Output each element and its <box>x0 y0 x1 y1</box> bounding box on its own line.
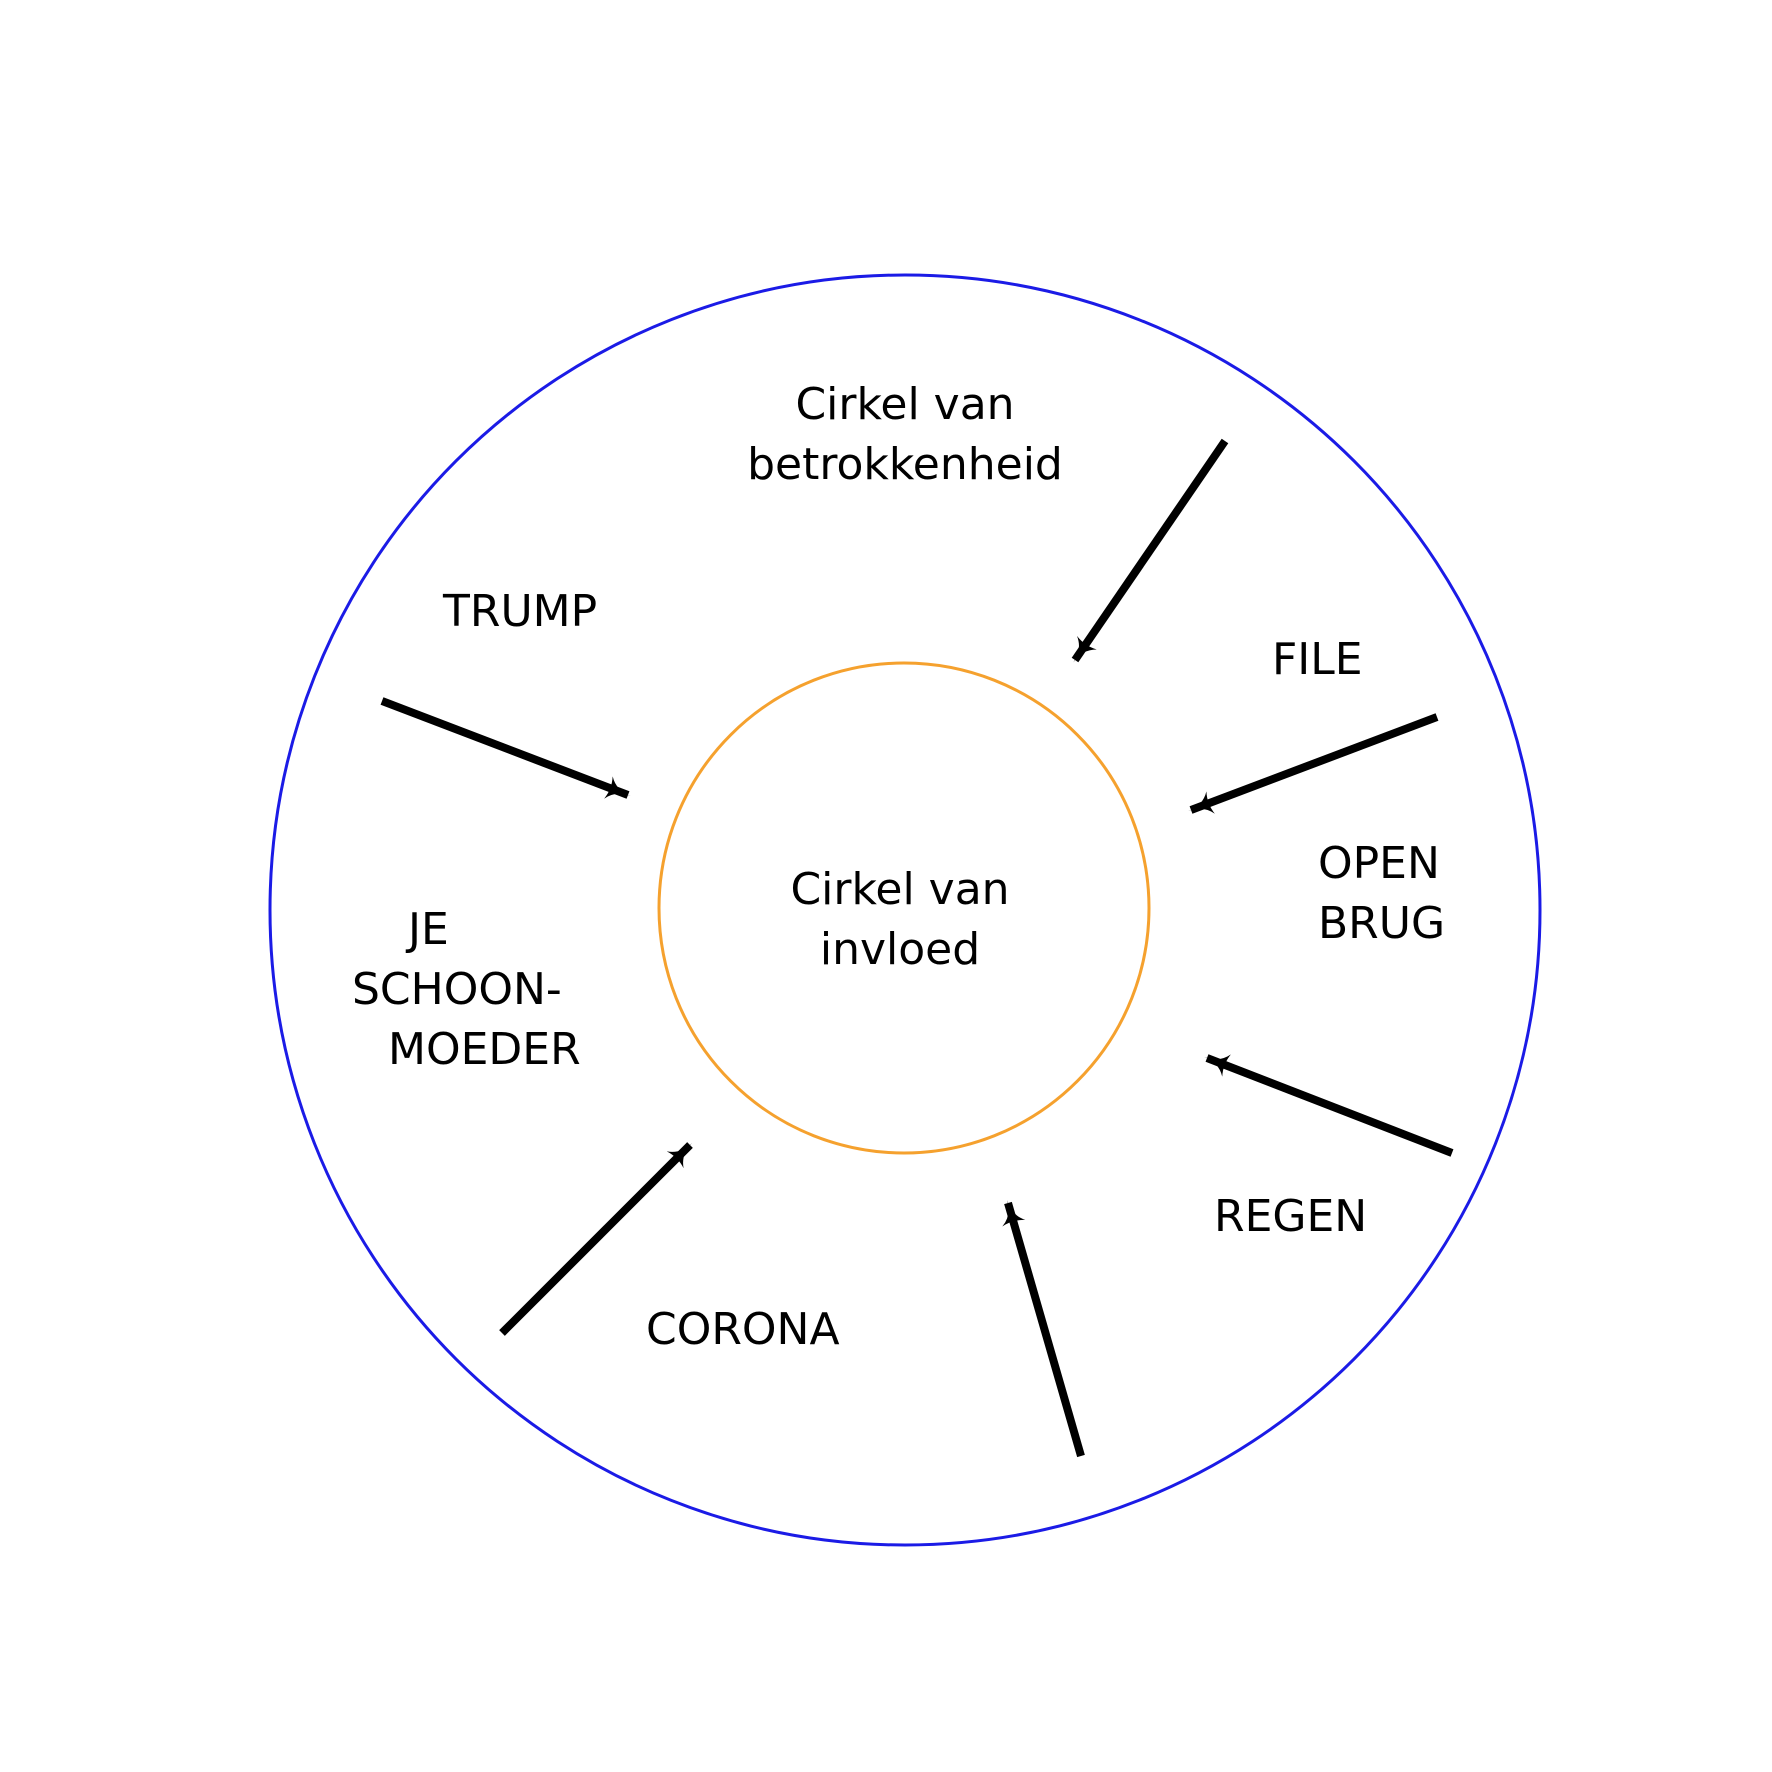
concern-schoonmoeder-line1: JE <box>408 904 449 955</box>
concern-file-text: FILE <box>1272 634 1363 685</box>
arrow-layer <box>380 438 1454 1458</box>
outer-circle-label: Cirkel van betrokkenheid <box>700 375 1110 495</box>
concern-regen-text: REGEN <box>1214 1191 1368 1242</box>
concern-corona: CORONA <box>646 1300 840 1360</box>
arrow-lower-left <box>499 1142 693 1336</box>
concern-trump: TRUMP <box>443 582 597 642</box>
arrow-bottom <box>1002 1200 1085 1458</box>
concern-regen: REGEN <box>1214 1187 1367 1247</box>
arrow-upper-left <box>380 697 631 799</box>
concern-corona-text: CORONA <box>646 1304 840 1355</box>
outer-circle <box>268 273 1542 1547</box>
concern-schoonmoeder: JE SCHOON- MOEDER <box>352 900 581 1080</box>
concern-trump-text: TRUMP <box>443 586 598 637</box>
concern-schoonmoeder-line2: SCHOON- <box>352 964 562 1015</box>
arrow-upper-right <box>1188 713 1439 814</box>
arrow-lower-right <box>1204 1054 1454 1157</box>
concern-open-brug-line2: BRUG <box>1318 898 1446 949</box>
outer-circle-label-line2: betrokkenheid <box>747 439 1063 490</box>
inner-circle <box>657 661 1151 1155</box>
concern-schoonmoeder-line3: MOEDER <box>388 1024 581 1075</box>
outer-circle-label-line1: Cirkel van <box>795 379 1015 430</box>
concern-open-brug-line1: OPEN <box>1318 838 1440 889</box>
inner-circle-label: Cirkel van invloed <box>720 860 1080 980</box>
inner-circle-label-line1: Cirkel van <box>790 864 1010 915</box>
inner-circle-label-line2: invloed <box>819 924 981 975</box>
arrow-top-right <box>1071 438 1229 663</box>
concern-open-brug: OPEN BRUG <box>1318 834 1445 954</box>
concern-file: FILE <box>1272 630 1363 690</box>
